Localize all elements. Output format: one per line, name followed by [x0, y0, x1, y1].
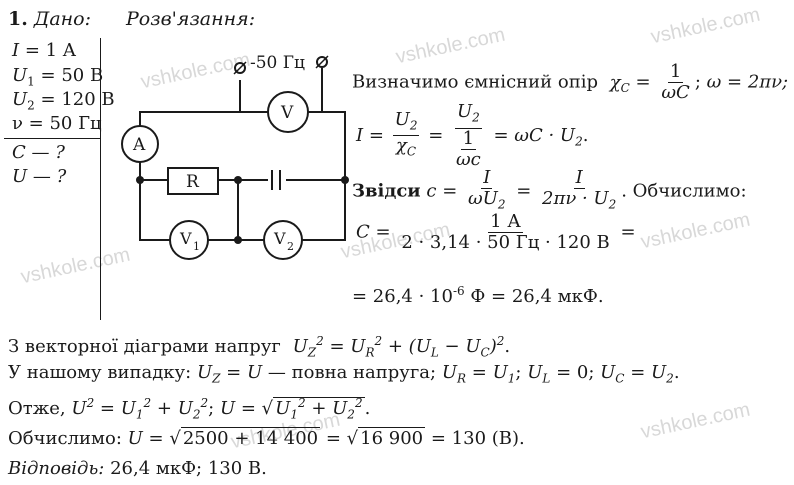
ammeter — [121, 125, 159, 163]
watermark: vshkole.com — [648, 3, 763, 49]
problem-header: 1. Дано: — [8, 8, 91, 30]
voltmeter-2-label: V — [273, 229, 286, 248]
circuit-diagram: -50 Гц A V R V 1 V 2 — [121, 53, 349, 260]
voltmeter — [267, 91, 309, 133]
bottom-line-2: У нашому випадку: UZ = U — повна напруга… — [8, 362, 680, 386]
given-current: I = 1 A — [12, 40, 76, 61]
watermark: vshkole.com — [638, 398, 753, 444]
voltmeter-label: V — [280, 103, 294, 123]
solution-label: Розв'язання: — [126, 8, 256, 30]
given-u1: U1 = 50 В — [12, 65, 104, 89]
answer-line: Відповідь: 26,4 мкФ; 130 В. — [8, 458, 267, 480]
find-capacitance: C — ? — [12, 142, 65, 163]
solution-line-5: = 26,4 · 10-6 Ф = 26,4 мкФ. — [352, 284, 604, 307]
given-divider — [4, 138, 100, 139]
node-dot — [234, 176, 242, 184]
voltmeter-1 — [169, 220, 209, 260]
source-label: -50 Гц — [250, 53, 305, 73]
resistor-label: R — [186, 172, 200, 192]
bottom-line-4: Обчислимо: U = √2500 + 14 400 = √16 900 … — [8, 427, 525, 449]
answer-value: 26,4 мкФ; 130 В. — [110, 458, 267, 479]
voltmeter-2-subscript: 2 — [287, 240, 294, 253]
node-dot — [234, 236, 242, 244]
node-dot — [341, 176, 349, 184]
given-vertical-divider — [100, 38, 101, 320]
voltmeter-1-subscript: 1 — [193, 240, 200, 253]
answer-label: Відповідь: — [8, 458, 105, 479]
watermark: vshkole.com — [638, 208, 753, 254]
find-voltage: U — ? — [12, 166, 67, 187]
given-label: Дано: — [33, 8, 92, 30]
problem-number: 1. — [8, 8, 28, 30]
node-dot — [136, 176, 144, 184]
voltmeter-1-label: V — [179, 229, 192, 248]
bottom-line-1: З векторної діаграми напруг UZ2 = UR2 + … — [8, 334, 511, 360]
voltmeter-2 — [263, 220, 303, 260]
ammeter-label: A — [132, 135, 146, 155]
resistor — [167, 167, 219, 195]
given-u2: U2 = 120 В — [12, 89, 115, 113]
given-frequency: ν = 50 Гц — [12, 113, 102, 134]
bottom-line-3: Отже, U2 = U12 + U22; U = √U12 + U22. — [8, 396, 371, 422]
